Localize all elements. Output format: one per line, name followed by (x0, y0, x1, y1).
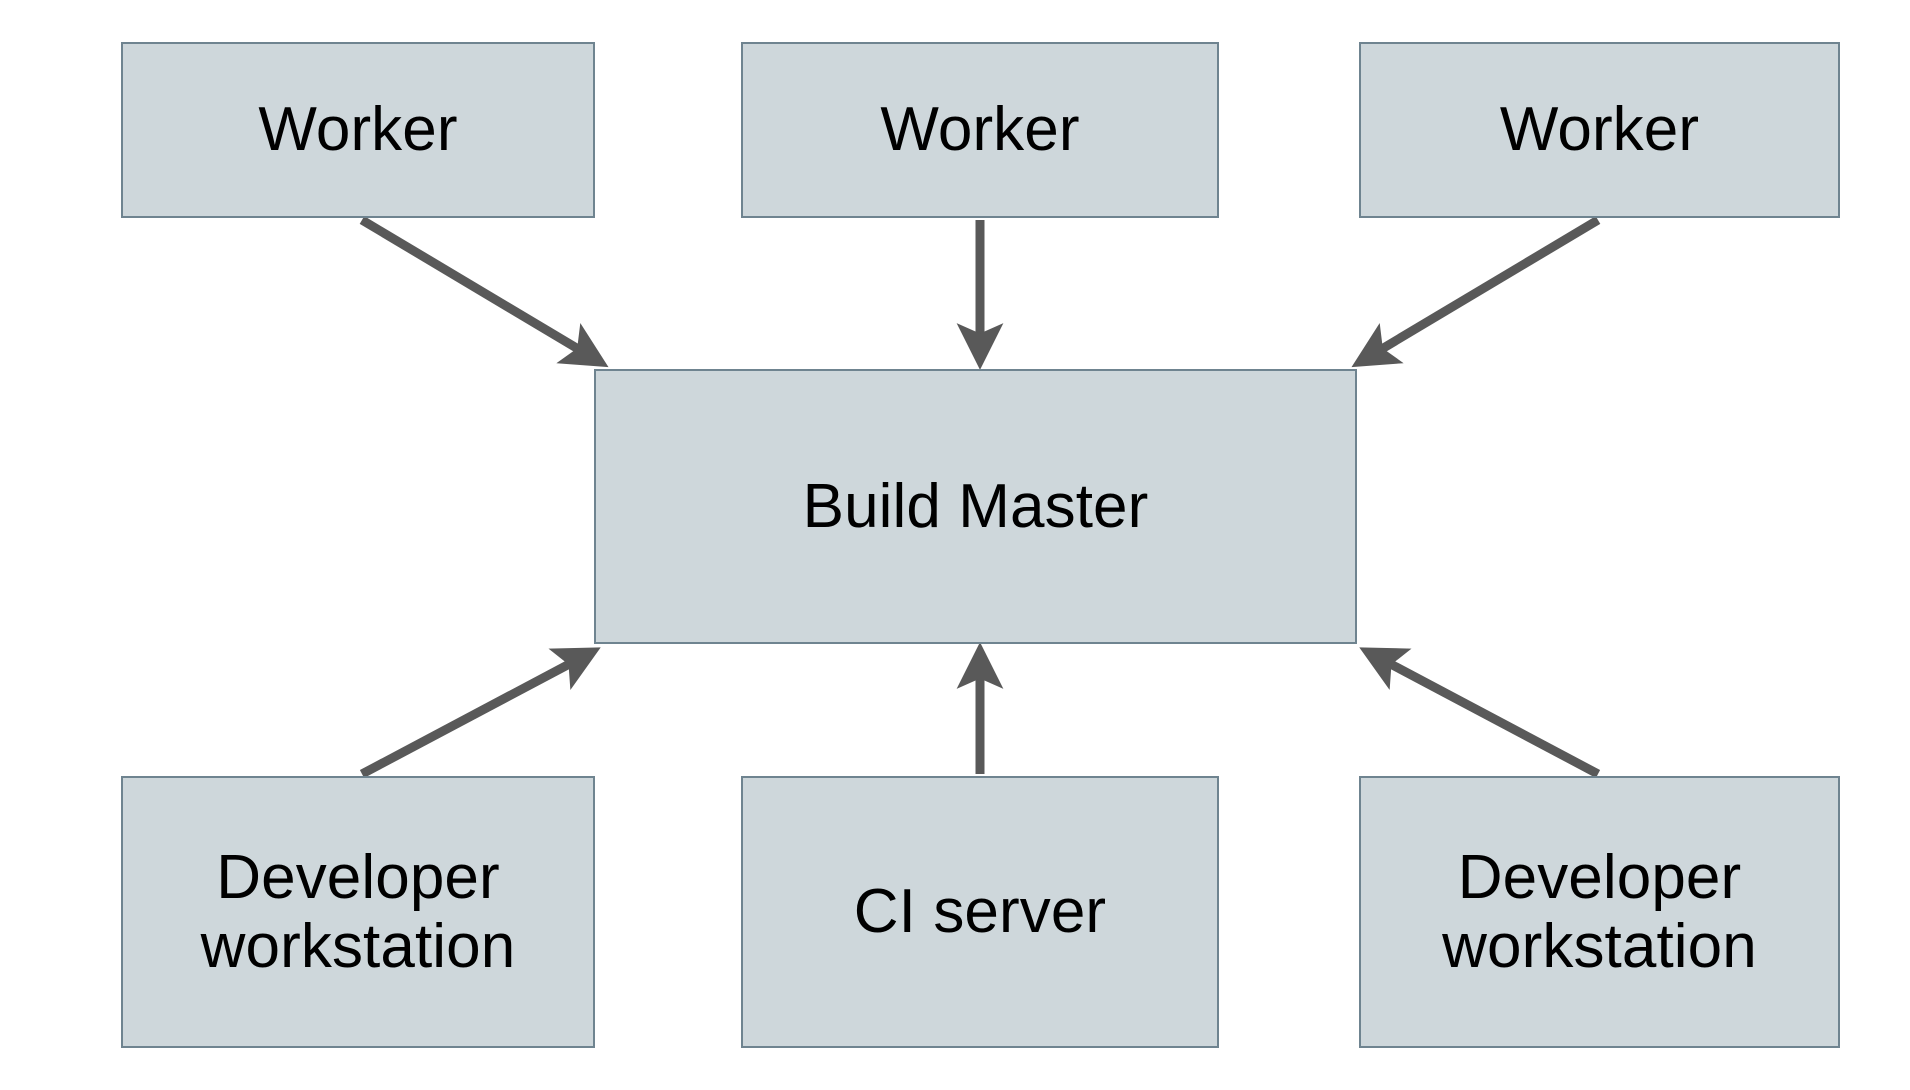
node-ci-server[interactable]: CI server (741, 776, 1219, 1048)
node-developer-workstation-right-label: Developer workstation (1442, 842, 1757, 981)
node-worker-left[interactable]: Worker (121, 42, 595, 218)
edge-dev-left-to-master (359, 647, 601, 778)
edge-dev-right-to-master (1359, 647, 1601, 778)
node-build-master-label: Build Master (802, 471, 1149, 541)
node-developer-workstation-left[interactable]: Developer workstation (121, 776, 595, 1048)
node-build-master[interactable]: Build Master (594, 369, 1357, 644)
edge-worker-right-to-master (1351, 216, 1601, 368)
node-developer-workstation-right[interactable]: Developer workstation (1359, 776, 1840, 1048)
node-worker-center-label: Worker (880, 95, 1080, 165)
node-worker-center[interactable]: Worker (741, 42, 1219, 218)
edge-worker-left-to-master (359, 216, 609, 368)
node-developer-workstation-left-label: Developer workstation (200, 842, 516, 981)
node-worker-left-label: Worker (258, 95, 458, 165)
node-worker-right-label: Worker (1499, 95, 1700, 165)
node-ci-server-label: CI server (853, 877, 1107, 947)
node-worker-right[interactable]: Worker (1359, 42, 1840, 218)
